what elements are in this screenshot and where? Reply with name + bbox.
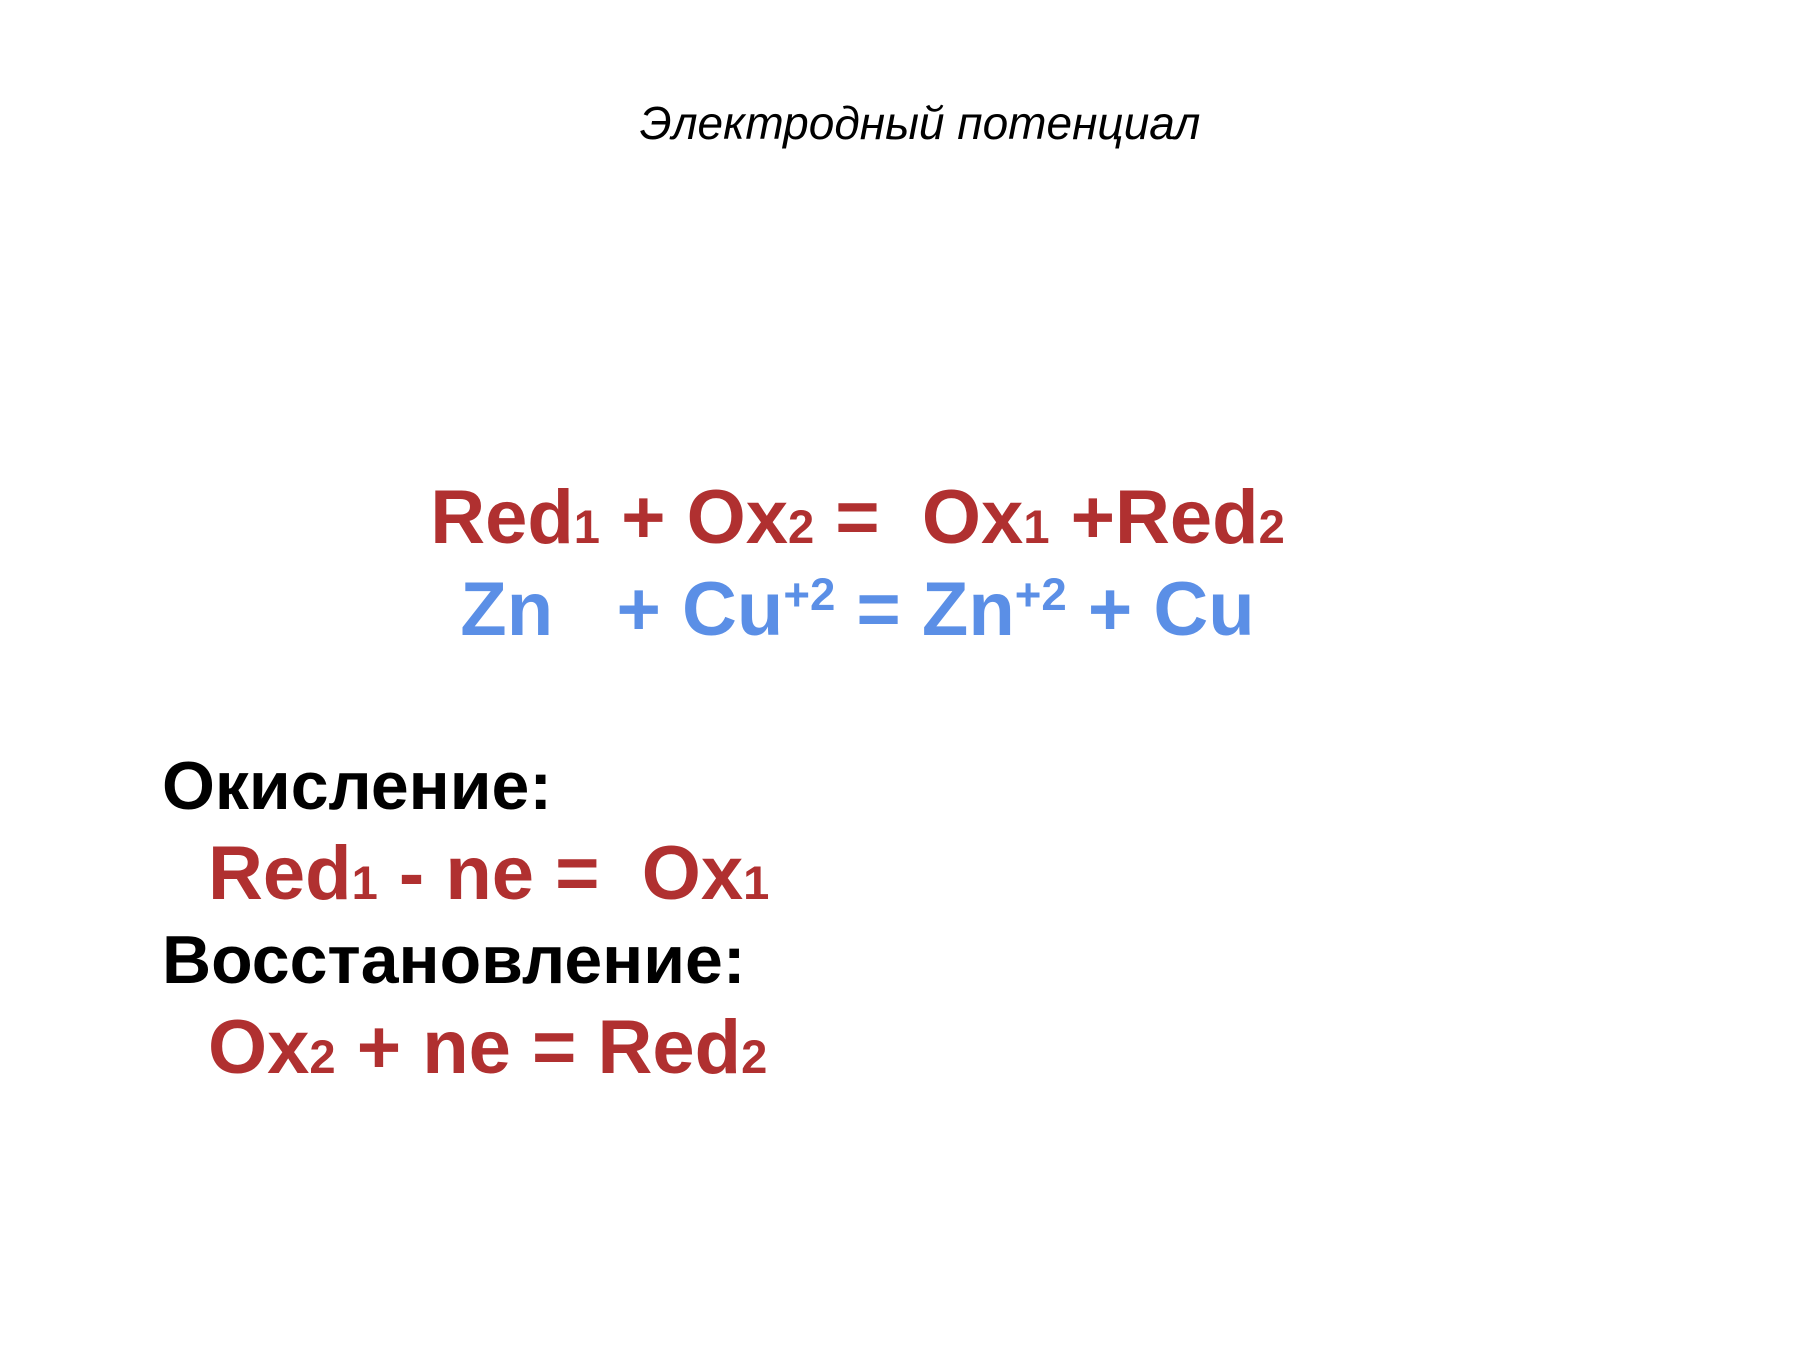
electron-loss: - ne = (377, 831, 642, 916)
red2-term: Red (1115, 475, 1259, 560)
oxidation-label: Окисление: (162, 748, 553, 824)
red1-term: Red (430, 475, 574, 560)
red2-term: Red (597, 1005, 742, 1090)
red2-index: 2 (741, 1030, 768, 1083)
ox1-term: Ox (921, 475, 1024, 560)
ox2-index: 2 (309, 1030, 336, 1083)
ox1-term: Ox (641, 831, 744, 916)
cu-term: Cu (1153, 567, 1255, 652)
slide-title: Электродный потенциал (639, 97, 1201, 149)
red1-index: 1 (573, 500, 600, 553)
plus-sign: + (553, 567, 682, 652)
red1-index: 1 (351, 856, 378, 909)
electron-gain: + ne = (335, 1005, 598, 1090)
equals-sign: = (814, 475, 922, 560)
equals-sign: = (835, 567, 922, 652)
cu-ion-charge: +2 (783, 568, 836, 620)
plus-sign: + (599, 475, 687, 560)
reduction-label: Восстановление: (162, 922, 746, 998)
reduction-half-reaction: Ox2 + ne = Red2 (162, 1010, 767, 1086)
zn-ion-term: Zn (921, 567, 1015, 652)
example-redox-equation: Zn + Cu+2 = Zn+2 + Cu (0, 572, 1715, 648)
general-redox-equation: Red1 + Ox2 = Ox1 +Red2 (0, 480, 1715, 556)
ox2-term: Ox (686, 475, 788, 560)
plus-sign: + (1049, 475, 1116, 560)
oxidation-half-reaction: Red1 - ne = Ox1 (162, 836, 769, 912)
ox2-index: 2 (787, 500, 815, 553)
zn-term: Zn (460, 567, 554, 652)
red1-term: Red (208, 831, 352, 916)
ox1-index: 1 (743, 856, 770, 909)
red2-index: 2 (1258, 500, 1285, 553)
plus-sign: + (1066, 567, 1154, 652)
zn-ion-charge: +2 (1014, 568, 1067, 620)
ox2-term: Ox (208, 1005, 310, 1090)
cu-ion-term: Cu (682, 567, 784, 652)
ox1-index: 1 (1023, 500, 1050, 553)
